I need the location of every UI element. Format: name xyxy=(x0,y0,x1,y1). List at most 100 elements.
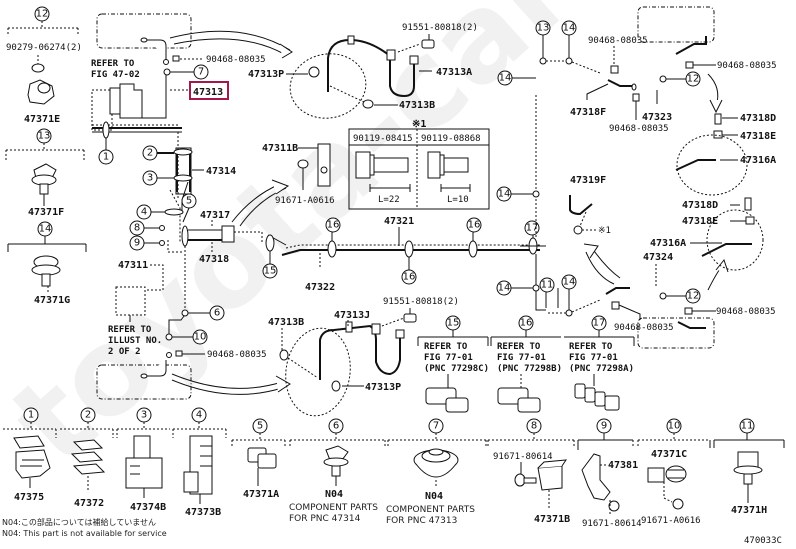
bracket-47371B-icon[interactable] xyxy=(537,459,567,491)
refer-box-15-line2[interactable]: FIG 77-01 xyxy=(424,353,473,363)
label-91671-80614-8[interactable]: 91671-80614 xyxy=(493,452,553,462)
label-47317[interactable]: 47317 xyxy=(200,210,230,221)
callout-1[interactable] xyxy=(98,149,114,165)
clip-47371A-icon[interactable] xyxy=(247,447,277,469)
label-91551-80818-bottom[interactable]: 91551-80818(2) xyxy=(383,297,459,307)
label-90468-08035-d[interactable]: 90468-08035 xyxy=(717,61,777,71)
label-47313J[interactable]: 47313J xyxy=(334,310,370,321)
label-90468-08035-g[interactable]: 90468-08035 xyxy=(207,350,267,360)
label-47314[interactable]: 47314 xyxy=(206,166,236,177)
label-47313A[interactable]: 47313A xyxy=(436,67,472,78)
callout-12-b[interactable] xyxy=(685,71,701,87)
label-47318E-bottom[interactable]: 47318E xyxy=(682,216,718,227)
label-47371A[interactable]: 47371A xyxy=(243,489,279,500)
label-47318[interactable]: 47318 xyxy=(199,254,229,265)
label-47323[interactable]: 47323 xyxy=(642,112,672,123)
label-47371G[interactable]: 47371G xyxy=(34,295,70,306)
label-91671-A0616[interactable]: 91671-A0616 xyxy=(275,196,335,206)
label-47311B[interactable]: 47311B xyxy=(262,143,298,154)
label-47318E-top[interactable]: 47318E xyxy=(740,131,776,142)
label-47313B-top[interactable]: 47313B xyxy=(399,100,435,111)
label-47318D-bottom[interactable]: 47318D xyxy=(682,200,718,211)
label-47371H[interactable]: 47371H xyxy=(731,505,767,516)
label-47321[interactable]: 47321 xyxy=(384,216,414,227)
label-47313P-top[interactable]: 47313P xyxy=(248,69,284,80)
callout-11[interactable] xyxy=(539,277,555,293)
bolt-table-col1[interactable]: 90119-08415 xyxy=(353,134,413,144)
label-47318F-top[interactable]: 47318F xyxy=(570,107,606,118)
callout-7[interactable] xyxy=(193,64,209,80)
refer-illust-line3[interactable]: 2 OF 2 xyxy=(108,347,141,357)
label-90468-08035-f[interactable]: 90468-08035 xyxy=(716,307,776,317)
label-47318D-top[interactable]: 47318D xyxy=(740,113,776,124)
clip-47374B-icon[interactable] xyxy=(125,435,163,489)
label-n04-7[interactable]: N04 xyxy=(425,491,443,502)
refer-box-16-line3[interactable]: (PNC 77298B) xyxy=(497,364,562,374)
label-47381[interactable]: 47381 xyxy=(608,460,638,471)
label-47324[interactable]: 47324 xyxy=(643,252,673,263)
callout-9[interactable] xyxy=(129,235,145,251)
label-47371F[interactable]: 47371F xyxy=(28,207,64,218)
label-n04-6[interactable]: N04 xyxy=(325,489,343,500)
label-47371E[interactable]: 47371E xyxy=(24,114,60,125)
label-47316A-bottom[interactable]: 47316A xyxy=(650,238,686,249)
fitting-91551-icon[interactable] xyxy=(421,39,435,49)
clip-47371F-icon[interactable] xyxy=(31,163,57,195)
refer-box-16-line2[interactable]: FIG 77-01 xyxy=(497,353,546,363)
refer-box-17-line1[interactable]: REFER TO xyxy=(569,342,613,352)
grommet-n04-6-icon[interactable] xyxy=(323,445,349,477)
callout-12-c[interactable] xyxy=(685,288,701,304)
label-91671-A0616-10[interactable]: 91671-A0616 xyxy=(641,516,701,526)
label-47313[interactable]: 47313 xyxy=(193,87,223,98)
label-90468-08035-a[interactable]: 90468-08035 xyxy=(206,55,266,65)
label-47372[interactable]: 47372 xyxy=(74,498,104,509)
refer-fig-47-02-line1[interactable]: REFER TO xyxy=(91,59,135,69)
callout-2[interactable] xyxy=(142,145,158,161)
callout-14-b[interactable] xyxy=(496,186,512,202)
refer-illust-line2[interactable]: ILLUST NO. xyxy=(108,336,162,346)
label-90468-08035-c[interactable]: 90468-08035 xyxy=(609,124,669,134)
label-47375[interactable]: 47375 xyxy=(14,492,44,503)
label-47313B-bottom[interactable]: 47313B xyxy=(268,317,304,328)
refer-box-15-line3[interactable]: (PNC 77298C) xyxy=(424,364,489,374)
label-47322[interactable]: 47322 xyxy=(305,282,335,293)
refer-box-15-line1[interactable]: REFER TO xyxy=(424,342,468,352)
clip-47373B-icon[interactable] xyxy=(183,435,213,495)
clip-47372-icon[interactable] xyxy=(70,439,106,475)
label-90468-08035-b[interactable]: 90468-08035 xyxy=(588,36,648,46)
label-47371C[interactable]: 47371C xyxy=(651,449,687,460)
callout-16-b[interactable] xyxy=(401,269,417,285)
callout-3[interactable] xyxy=(142,170,158,186)
callout-16-a[interactable] xyxy=(325,217,341,233)
label-91551-80818-top[interactable]: 91551-80818(2) xyxy=(402,23,478,33)
callout-16-c[interactable] xyxy=(466,217,482,233)
bolt-91671-80614-icon[interactable] xyxy=(514,473,537,487)
label-47316A-top[interactable]: 47316A xyxy=(740,155,776,166)
label-x1-ref[interactable]: ※1 xyxy=(598,226,611,236)
clip-47371G-icon[interactable] xyxy=(31,255,61,287)
refer-illust-line1[interactable]: REFER TO xyxy=(108,325,152,335)
grommet-n04-7-icon[interactable] xyxy=(413,448,459,478)
refer-box-17-line2[interactable]: FIG 77-01 xyxy=(569,353,618,363)
label-90468-08035-e[interactable]: 90468-08035 xyxy=(614,323,674,333)
callout-14-c[interactable] xyxy=(496,280,512,296)
bolt-table-col2[interactable]: 90119-08868 xyxy=(421,134,481,144)
label-47371B[interactable]: 47371B xyxy=(534,514,570,525)
clip-47371C-icon[interactable] xyxy=(647,465,687,483)
label-47374B[interactable]: 47374B xyxy=(130,502,166,513)
part-47313-highlight[interactable]: 47313 xyxy=(170,81,229,100)
clip-47371H-icon[interactable] xyxy=(733,451,763,485)
callout-6[interactable] xyxy=(209,305,225,321)
callout-8[interactable] xyxy=(129,220,145,236)
label-91671-80614-9[interactable]: 91671-80614 xyxy=(582,519,642,529)
callout-10[interactable] xyxy=(192,329,208,345)
refer-box-16-line1[interactable]: REFER TO xyxy=(497,342,541,352)
label-47373B[interactable]: 47373B xyxy=(185,507,221,518)
clip-47371E-icon[interactable] xyxy=(27,63,55,105)
label-90279-06274[interactable]: 90279-06274(2) xyxy=(6,43,82,53)
refer-fig-47-02-line2[interactable]: FIG 47-02 xyxy=(91,70,140,80)
label-47319F[interactable]: 47319F xyxy=(570,175,606,186)
refer-box-17-line3[interactable]: (PNC 77298A) xyxy=(569,364,634,374)
label-47311[interactable]: 47311 xyxy=(118,260,148,271)
callout-4[interactable] xyxy=(136,204,152,220)
